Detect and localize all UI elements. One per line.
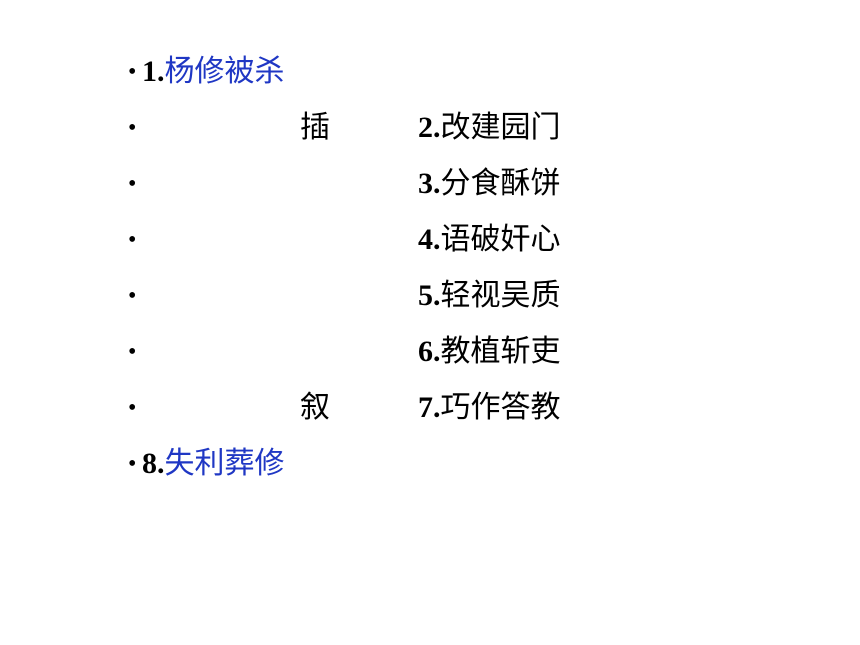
bullet: • — [128, 115, 137, 141]
bullet: • — [128, 59, 137, 85]
list-item-3: • 3.分食酥饼 — [128, 164, 728, 204]
item-number: 8. — [142, 447, 165, 480]
list-item-6: • 6.教植斩吏 — [128, 332, 728, 372]
item-text: 巧作答教 — [440, 390, 561, 425]
side-label-insert: 插 — [300, 110, 330, 145]
bullet: • — [128, 171, 137, 197]
item-text: 分食酥饼 — [440, 166, 561, 201]
bullet: • — [128, 395, 137, 421]
list-item-7: • 叙 7.巧作答教 — [128, 388, 728, 428]
list-item-4: • 4.语破奸心 — [128, 220, 728, 260]
list-item-1: • 1.杨修被杀 — [128, 52, 728, 92]
item-number: 3. — [418, 167, 441, 200]
bullet: • — [128, 227, 137, 253]
item-number: 6. — [418, 335, 441, 368]
list-item-8: • 8.失利葬修 — [128, 444, 728, 484]
item-text: 教植斩吏 — [440, 334, 561, 369]
list-item-5: • 5.轻视吴质 — [128, 276, 728, 316]
side-label-narrate: 叙 — [300, 390, 330, 425]
item-text: 轻视吴质 — [440, 278, 561, 313]
list-item-2: • 插 2.改建园门 — [128, 108, 728, 148]
item-text: 改建园门 — [440, 110, 561, 145]
item-text: 杨修被杀 — [164, 54, 285, 89]
item-number: 7. — [418, 391, 441, 424]
bullet: • — [128, 451, 137, 477]
item-number: 4. — [418, 223, 441, 256]
bullet: • — [128, 339, 137, 365]
item-number: 1. — [142, 55, 165, 88]
item-number: 5. — [418, 279, 441, 312]
bullet: • — [128, 283, 137, 309]
item-text: 失利葬修 — [164, 446, 285, 481]
item-number: 2. — [418, 111, 441, 144]
item-text: 语破奸心 — [440, 222, 561, 257]
